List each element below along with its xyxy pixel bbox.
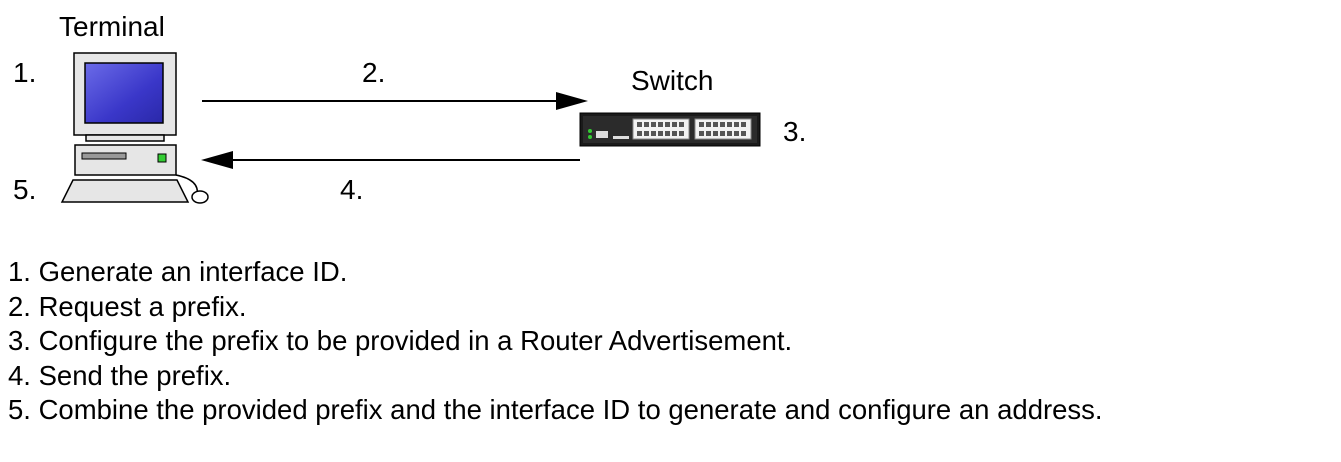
- step-marker-3: 3.: [783, 116, 807, 147]
- switch-icon: [579, 112, 761, 147]
- step-item: 4. Send the prefix.: [8, 359, 232, 391]
- step-item: 2. Request a prefix.: [8, 290, 247, 322]
- step-item: 3. Configure the prefix to be provided i…: [8, 325, 793, 356]
- step-marker-2: 2.: [362, 57, 386, 88]
- step-marker-4: 4.: [340, 174, 364, 205]
- arrow-request: [202, 92, 588, 110]
- step-marker-1: 1.: [13, 57, 37, 88]
- terminal-label: Terminal: [59, 11, 165, 42]
- step-item: 1. Generate an interface ID.: [8, 256, 348, 287]
- step-marker-5: 5.: [13, 174, 37, 205]
- computer-icon: [60, 52, 209, 204]
- steps-list: 1. Generate an interface ID. 2. Request …: [8, 255, 1103, 428]
- step-item: 5. Combine the provided prefix and the i…: [8, 394, 1103, 425]
- switch-label: Switch: [631, 65, 714, 96]
- arrow-send: [201, 151, 580, 169]
